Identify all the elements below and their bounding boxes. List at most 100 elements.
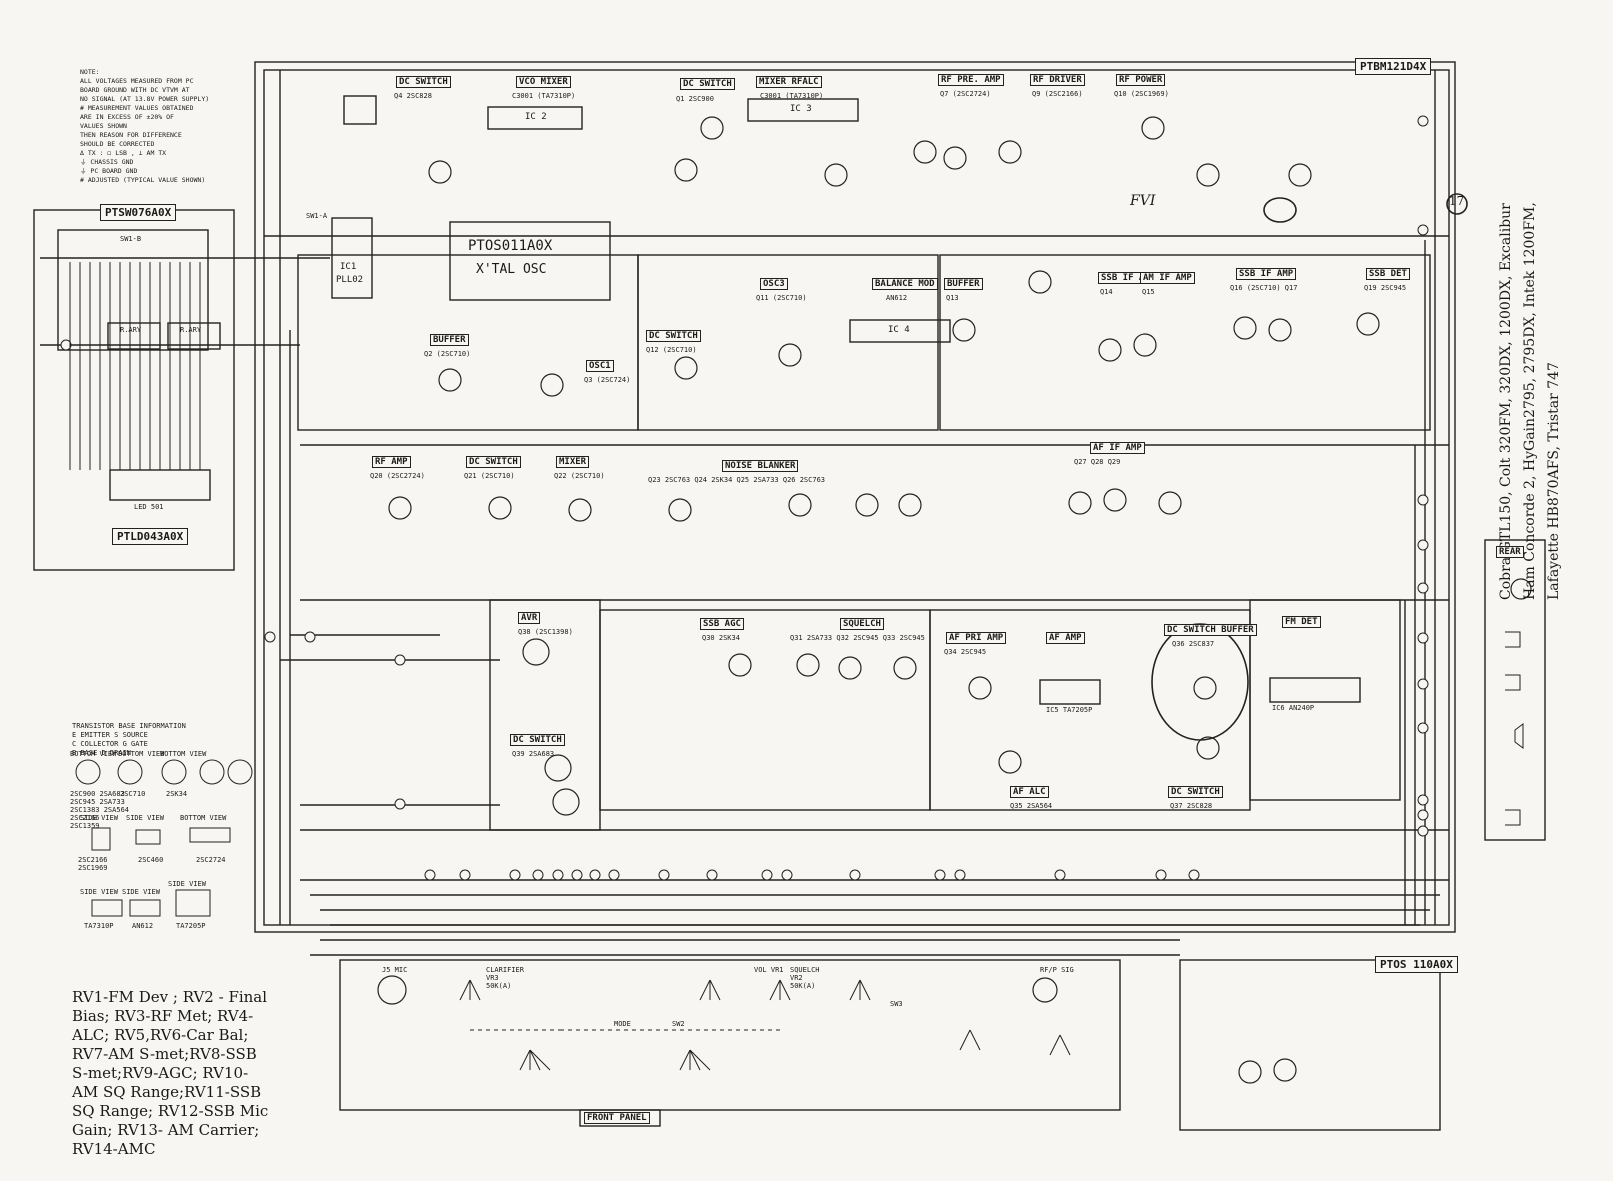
legend-line: C COLLECTOR G GATE — [72, 740, 148, 748]
rary-1-label: R.ARY — [120, 326, 142, 334]
block-title: AF AMP — [1046, 632, 1085, 644]
note-line: VALUES SHOWN — [80, 122, 127, 130]
block-title: RF PRE. AMP — [938, 74, 1004, 86]
block-title: MIXER RFALC — [756, 76, 822, 88]
view-label: SIDE VIEW — [80, 814, 118, 822]
part-list: 2SC710 — [120, 790, 146, 798]
rv-line: S-met;RV9-AGC; RV10- — [72, 1064, 249, 1082]
block-title: DC SWITCH — [466, 456, 521, 468]
rv-line: ALC; RV5,RV6-Car Bal; — [72, 1026, 249, 1044]
block-title: SQUELCH — [840, 618, 884, 630]
block-title: DC SWITCH — [680, 78, 735, 90]
part-list: 2SK34 — [166, 790, 188, 798]
xtal-osc-label: X'TAL OSC — [476, 262, 547, 277]
mic-jack-label: J5 MIC — [382, 966, 408, 974]
note-line: ⏚ CHASSIS GND — [80, 158, 134, 166]
block-title: VCO MIXER — [516, 76, 571, 88]
led-label: LED 501 — [134, 503, 164, 511]
block-sub: Q37 2SC828 — [1170, 802, 1213, 810]
block-sub: Q35 2SA564 — [1010, 802, 1053, 810]
rv-line: RV7-AM S-met;RV8-SSB — [72, 1045, 257, 1063]
model-line: Cobra GTL150, Colt 320FM, 320DX, 1200DX,… — [1498, 203, 1514, 600]
block-title: FM DET — [1282, 616, 1321, 628]
ic3-label: IC 3 — [790, 104, 812, 114]
view-label: SIDE VIEW — [80, 888, 118, 896]
rary-2-label: R.ARY — [180, 326, 202, 334]
block-sub: Q23 2SC763 Q24 2SK34 Q25 2SA733 Q26 2SC7… — [648, 476, 826, 484]
xtal-osc-board-id: PTOS011A0X — [468, 238, 553, 254]
view-label: SIDE VIEW — [168, 880, 206, 888]
sw2-label: SW2 — [672, 1020, 685, 1028]
block-title: MIXER — [556, 456, 590, 468]
block-sub: Q19 2SC945 — [1364, 284, 1407, 292]
view-label: BOTTOM VIEW — [160, 750, 207, 758]
measurement-note: NOTE: ALL VOLTAGES MEASURED FROM PC BOAR… — [80, 68, 240, 185]
legend-line: E EMITTER S SOURCE — [72, 731, 148, 739]
note-line: BOARD GROUND WITH DC VTVM AT — [80, 86, 190, 94]
sw3-label: SW3 — [890, 1000, 903, 1008]
model-line: Ham Concorde 2, HyGain2795, 2795DX, Inte… — [1522, 202, 1538, 600]
note-line: NOTE: — [80, 68, 100, 76]
legend-line: B BASE D DRAIN — [72, 749, 132, 757]
block-sub: Q36 2SC837 — [1172, 640, 1215, 648]
note-line: SHOULD BE CORRECTED — [80, 140, 155, 148]
block-title: DC SWITCH BUFFER — [1164, 624, 1257, 636]
block-sub: Q30 2SK34 — [702, 634, 740, 642]
part-list: 2SC2166 2SC1969 — [78, 856, 108, 872]
main-board-id: PTBM121D4X — [1355, 58, 1432, 75]
block-sub: Q4 2SC828 — [394, 92, 432, 100]
rv-legend: RV1-FM Dev ; RV2 - Final Bias; RV3-RF Me… — [72, 988, 302, 1159]
block-title: OSC3 — [760, 278, 788, 290]
block-sub: C3001 (TA7310P) — [512, 92, 576, 100]
block-title: DC SWITCH — [510, 734, 565, 746]
block-sub: Q7 (2SC2724) — [940, 90, 991, 98]
part-list: TA7310P — [84, 922, 114, 930]
block-sub: Q34 2SC945 — [944, 648, 987, 656]
sw1a-label: SW1-A — [306, 212, 328, 220]
note-line: # ADJUSTED (TYPICAL VALUE SHOWN) — [80, 176, 206, 184]
block-sub: Q13 — [946, 294, 959, 302]
block-sub: Q3 (2SC724) — [584, 376, 631, 384]
transistor-base-legend: TRANSISTOR BASE INFORMATION E EMITTER S … — [72, 722, 186, 758]
note-line: # MEASUREMENT VALUES OBTAINED — [80, 104, 194, 112]
note-line: THEN REASON FOR DIFFERENCE — [80, 131, 182, 139]
block-sub: Q9 (2SC2166) — [1032, 90, 1083, 98]
block-sub: Q10 (2SC1969) — [1114, 90, 1169, 98]
rear-label: REAR — [1496, 546, 1524, 558]
clarifier-label: CLARIFIER VR3 50K(A) — [486, 966, 524, 990]
block-title: OSC1 — [586, 360, 614, 372]
annotation-fvi: FVI — [1130, 193, 1156, 209]
block-sub: C3001 (TA7310P) — [760, 92, 824, 100]
note-line: ⏚ PC BOARD GND — [80, 167, 138, 175]
block-sub: Q20 (2SC2724) — [370, 472, 425, 480]
block-title: DC SWITCH — [396, 76, 451, 88]
block-title: RF AMP — [372, 456, 411, 468]
part-list: AN612 — [132, 922, 154, 930]
mode-label: MODE — [614, 1020, 631, 1028]
view-label: BOTTOM VIEW — [70, 750, 117, 758]
rv-line: Bias; RV3-RF Met; RV4- — [72, 1007, 254, 1025]
block-sub: Q15 — [1142, 288, 1155, 296]
block-title: DC SWITCH — [1168, 786, 1223, 798]
block-title: AF PRI AMP — [946, 632, 1007, 644]
led-board-id: PTLD043A0X — [112, 528, 189, 545]
block-sub: Q11 (2SC710) — [756, 294, 807, 302]
block-sub: Q1 2SC900 — [676, 95, 714, 103]
note-line: Δ TX : ◻ LSB , ⊥ AM TX — [80, 149, 167, 157]
view-label: SIDE VIEW — [122, 888, 160, 896]
block-title: DC SWITCH — [646, 330, 701, 342]
block-title: SSB DET — [1366, 268, 1410, 280]
view-label: BOTTOM VIEW — [180, 814, 227, 822]
block-title: AF ALC — [1010, 786, 1049, 798]
sw1b-label: SW1-B — [120, 235, 142, 243]
part-list: TA7205P — [176, 922, 206, 930]
block-sub: IC6 AN240P — [1272, 704, 1315, 712]
squelch-label: SQUELCH VR2 50K(A) — [790, 966, 820, 990]
note-line: ARE IN EXCESS OF ±20% OF — [80, 113, 174, 121]
volume-label: VOL VR1 — [754, 966, 784, 974]
block-sub: IC5 TA7205P — [1046, 706, 1093, 714]
block-title: RF POWER — [1116, 74, 1166, 86]
rv-line: Gain; RV13- AM Carrier; — [72, 1121, 260, 1139]
note-line: NO SIGNAL (AT 13.8V POWER SUPPLY) — [80, 95, 210, 103]
block-sub: Q27 Q28 Q29 — [1074, 458, 1121, 466]
